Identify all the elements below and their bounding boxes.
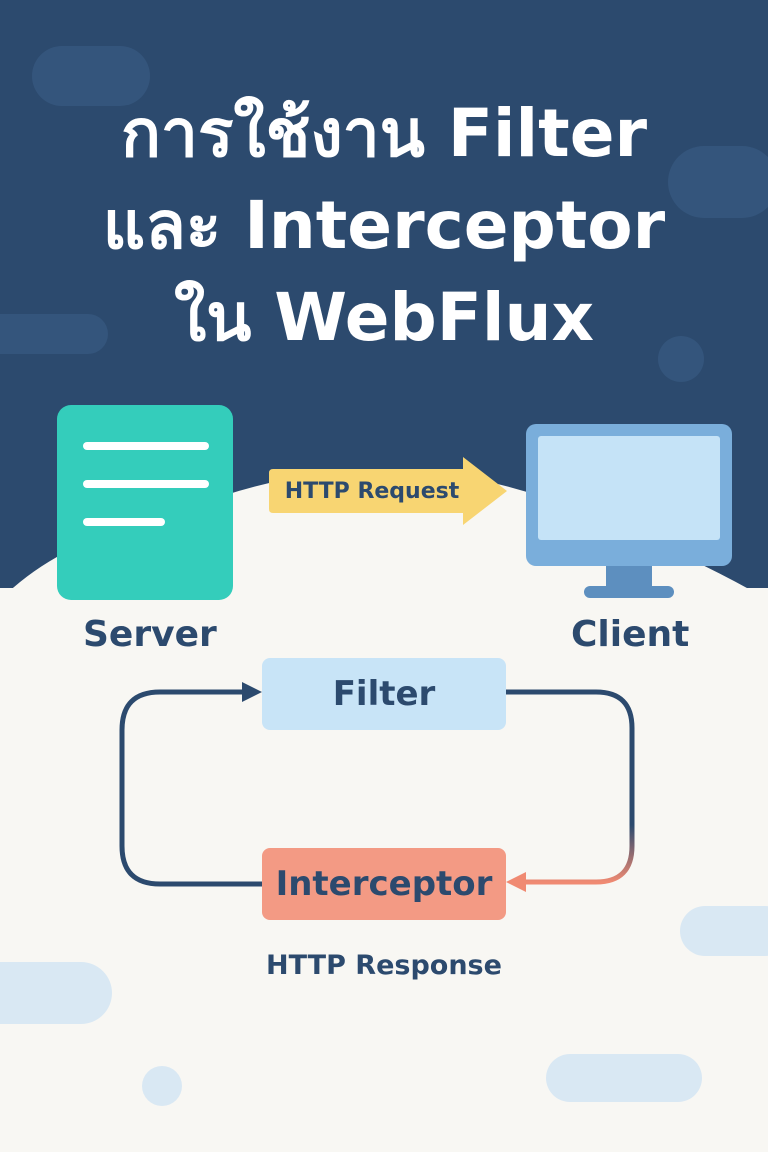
client-label: Client [571,614,690,655]
monitor-neck [606,566,652,588]
decor-pill [546,1054,702,1102]
decor-pill [32,46,150,106]
arrow-right-icon [269,457,507,525]
monitor-screen [526,424,732,566]
server-line [83,442,209,450]
decor-pill [0,962,112,1024]
decor-pill [0,314,108,354]
interceptor-box: Interceptor [262,848,506,920]
page-title: การใช้งาน Filter และ Interceptor ใน WebF… [0,88,768,364]
title-line-2: และ Interceptor [102,187,666,264]
server-document-icon [57,405,233,600]
decor-dot [658,336,704,382]
decor-dot [142,1066,182,1106]
decor-pill [680,906,768,956]
filter-box: Filter [262,658,506,730]
request-label: HTTP Request [284,478,460,504]
monitor-stand [584,586,674,598]
monitor-icon [526,424,732,604]
response-label: HTTP Response [266,950,502,981]
server-label: Server [83,614,217,655]
server-line [83,518,165,526]
monitor-display [538,436,720,540]
title-line-1: การใช้งาน Filter [120,95,648,172]
server-line [83,480,209,488]
request-arrow: HTTP Request [267,455,509,527]
title-line-3: ใน WebFlux [173,279,595,356]
decor-pill [668,146,768,218]
